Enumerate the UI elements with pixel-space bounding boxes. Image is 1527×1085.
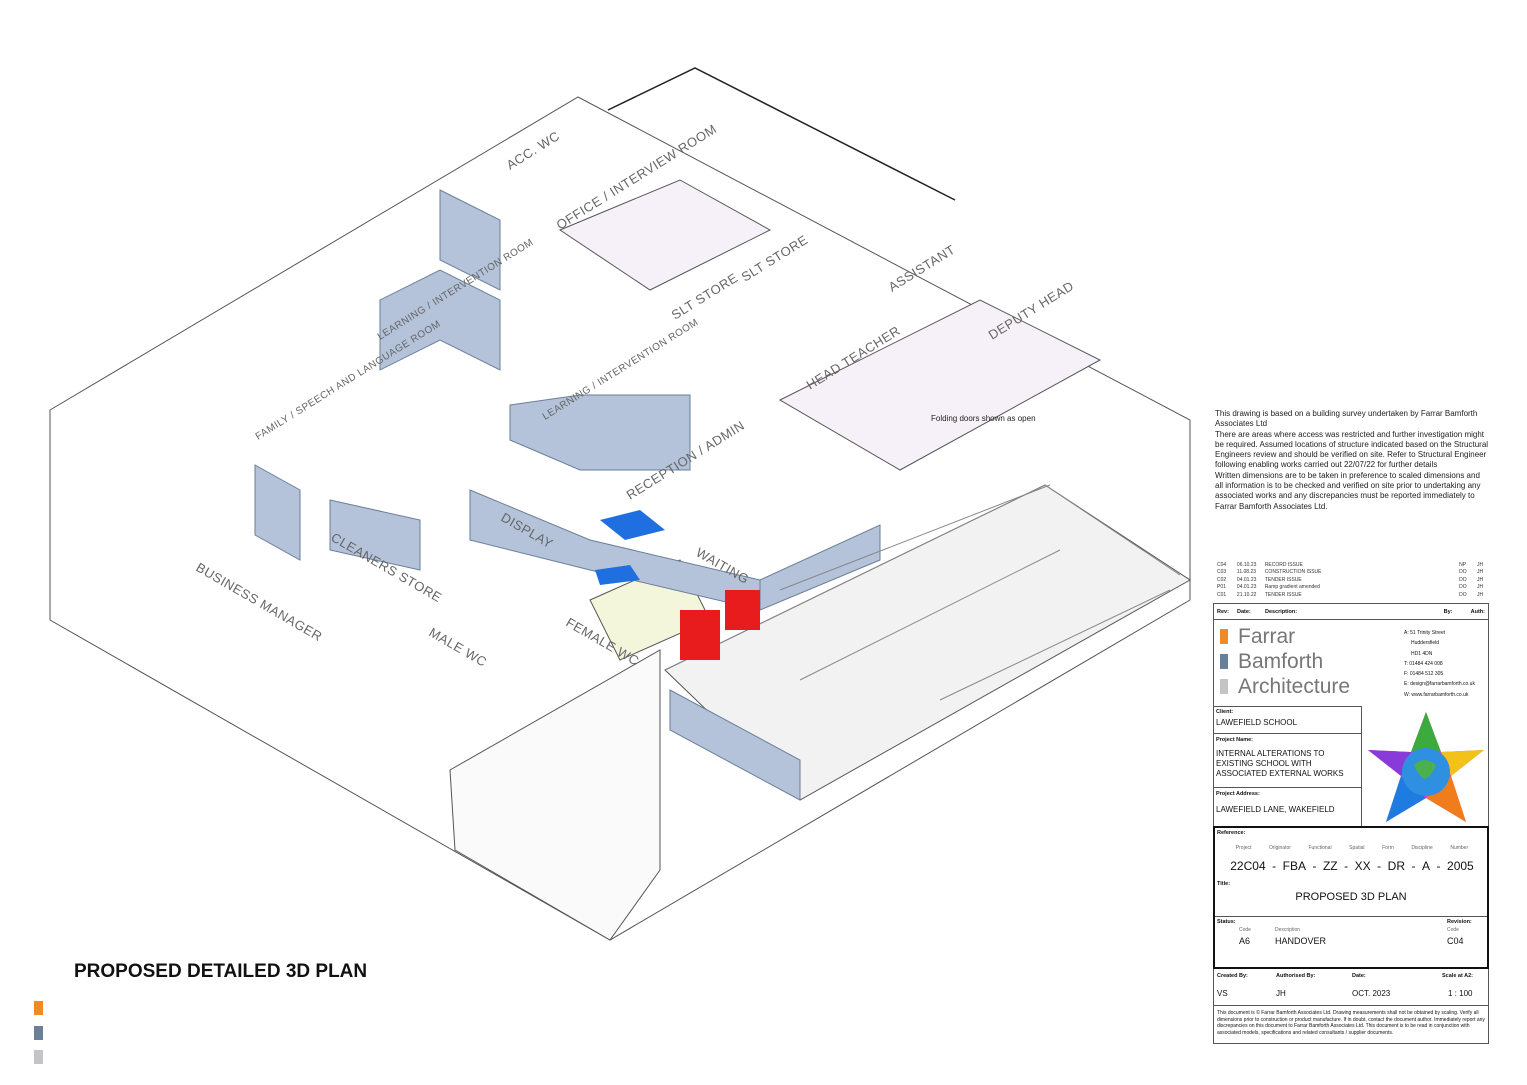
reference-separator: -	[1344, 859, 1349, 873]
revision-rev: C01	[1217, 591, 1227, 598]
authorship-row: Created By:VS Authorised By:JH Date:OCT.…	[1214, 970, 1488, 1006]
wall	[329, 499, 421, 571]
revision-rev: P01	[1217, 584, 1226, 591]
reception-desk	[600, 510, 665, 540]
revision-rev: C04	[1217, 562, 1227, 568]
reference-field-label: Functional	[1308, 845, 1332, 851]
wall	[509, 394, 691, 471]
revision-by: DO	[1459, 569, 1467, 576]
reference-field-value: DR	[1387, 859, 1405, 873]
reference-separator: -	[1411, 859, 1416, 873]
revision-auth: JH	[1477, 591, 1484, 598]
wall	[379, 269, 501, 371]
wall	[669, 689, 801, 801]
revision-by: DO	[1459, 576, 1467, 583]
revision-by: NP	[1459, 562, 1467, 568]
revision-desc: TENDER ISSUE	[1264, 591, 1302, 598]
revision-auth: JH	[1477, 576, 1484, 583]
address-line: A: 51 Trinity Street	[1404, 630, 1446, 636]
revision-desc: Ramp gradient amended	[1264, 584, 1320, 591]
reference-separator: -	[1272, 859, 1277, 873]
reference-field-value: 2005	[1447, 859, 1474, 873]
drawing-title: PROPOSED DETAILED 3D PLAN	[74, 961, 368, 982]
address-line: HD1 4DN	[1411, 650, 1433, 657]
revision-desc: CONSTRUCTION ISSUE	[1264, 569, 1322, 576]
reference-field-value: 22C04	[1230, 859, 1266, 873]
revision-row: C02 04.01.23 TENDER ISSUE DO JH	[1217, 577, 1487, 584]
revision-auth: JH	[1477, 584, 1484, 591]
reference-field-value: FBA	[1282, 859, 1306, 873]
reference-field-label: Number	[1450, 845, 1469, 851]
revision-date: 04.01.23	[1236, 576, 1257, 583]
external-slab	[449, 649, 661, 941]
school-logo	[1368, 712, 1484, 822]
note: Written dimensions are to be taken in pr…	[1215, 470, 1481, 511]
slate-square-icon	[34, 1026, 43, 1040]
revision-date: 21.10.22	[1236, 591, 1257, 598]
company-logo: Farrar Bamforth Architecture	[1220, 624, 1350, 699]
reference-field-label: Form	[1382, 845, 1394, 851]
reference-field-value: ZZ	[1322, 859, 1338, 873]
reference-separator: -	[1436, 859, 1441, 873]
isometric-3d-plan: ACC. WC OFFICE / INTERVIEW ROOM SLT STOR…	[49, 67, 1191, 941]
revision-auth: JH	[1477, 569, 1484, 576]
entrance-door	[680, 610, 720, 660]
wall	[254, 464, 301, 561]
revision-desc: RECORD ISSUE	[1264, 562, 1303, 568]
reference-field-label: Discipline	[1411, 845, 1433, 851]
reference-separator: -	[1377, 859, 1382, 873]
revision-header: Rev:Date:Description:By:Auth:	[1214, 604, 1488, 620]
entrance-door	[725, 590, 760, 630]
note: There are areas where access was restric…	[1215, 429, 1489, 470]
revision-date: 06.10.23	[1236, 562, 1257, 568]
address-line: E: design@farrarbamforth.co.uk	[1404, 681, 1475, 688]
note: This drawing is based on a building surv…	[1215, 409, 1478, 429]
revision-row: P01 04.01.23 Ramp gradient amended DO JH	[1217, 584, 1487, 591]
drawing-title-value: PROPOSED 3D PLAN	[1295, 891, 1407, 903]
head-floor	[778, 299, 1102, 471]
address-line: W: www.farrarbamforth.co.uk	[1404, 691, 1469, 698]
revision-date: 11.08.23	[1236, 569, 1257, 576]
address-line: F: 01484 512 305	[1404, 671, 1444, 678]
revision-date: 04.01.23	[1236, 584, 1257, 591]
revision-auth: JH	[1477, 562, 1484, 568]
revision-table: C04 06.10.23 RECORD ISSUE NP JH C03 11.08.23 CO…	[1217, 562, 1487, 599]
wall	[439, 189, 501, 291]
office-floor	[558, 179, 772, 291]
revision-row: C01 21.10.22 TENDER ISSUE DO JH	[1217, 592, 1487, 599]
reference-field-value: A	[1422, 859, 1431, 873]
revision-rev: C03	[1217, 569, 1227, 576]
revision-row: C04 06.10.23 RECORD ISSUE NP JH	[1217, 562, 1487, 569]
ramp-railing	[799, 549, 1061, 681]
title-block: Rev:Date:Description:By:Auth: Farrar Bam…	[1213, 603, 1489, 1044]
address-line: Huddersfield	[1411, 640, 1440, 647]
ramp-railing	[664, 484, 1181, 671]
drawing-notes: This drawing is based on a building surv…	[1215, 409, 1490, 512]
reference-field-value: XX	[1354, 859, 1371, 873]
revision-row: C03 11.08.23 CONSTRUCTION ISSUE DO JH	[1217, 569, 1487, 576]
reference-separator: -	[1312, 859, 1317, 873]
folding-doors-note: Folding doors shown as open	[931, 414, 1036, 423]
revision-by: DO	[1459, 584, 1467, 591]
revision-by: DO	[1459, 591, 1467, 598]
copyright-notice: This document is © Farrar Bamforth Assoc…	[1217, 1010, 1485, 1036]
revision-desc: TENDER ISSUE	[1264, 576, 1302, 583]
grey-square-icon	[34, 1050, 43, 1064]
address-line: T: 01484 424 008	[1404, 660, 1443, 667]
project-info: Client:LAWEFIELD SCHOOL Project Name:INT…	[1214, 706, 1362, 826]
orange-square-icon	[34, 1001, 43, 1015]
ramp-railing	[939, 589, 1171, 701]
ramp-railing	[779, 484, 1051, 591]
reference-field-label: Spatial	[1349, 845, 1365, 851]
revision-rev: C02	[1217, 576, 1227, 583]
reception-desk	[595, 565, 640, 585]
reference-field-label: Project	[1235, 845, 1252, 851]
reference-field-label: Originator	[1268, 845, 1291, 851]
boundary-line	[607, 67, 956, 201]
